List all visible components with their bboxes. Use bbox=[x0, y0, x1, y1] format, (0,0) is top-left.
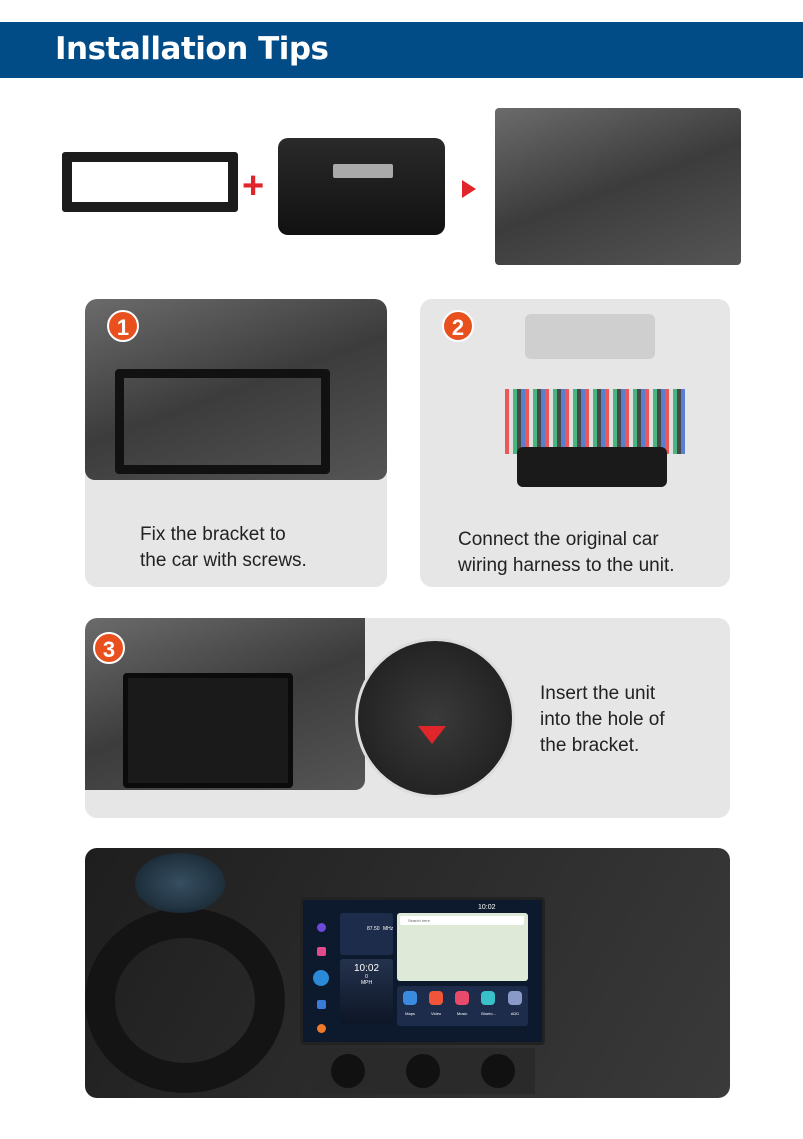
app-label: Music bbox=[456, 1011, 468, 1016]
app-row: Maps Video Music Blueto... ADD bbox=[397, 986, 528, 1026]
step-2-line-1: Connect the original car bbox=[458, 529, 659, 550]
map-search-bar[interactable]: Search here bbox=[400, 916, 524, 925]
page-title: Installation Tips bbox=[55, 31, 329, 67]
app-label: Maps bbox=[405, 1011, 415, 1016]
step-2-line-2: wiring harness to the unit. bbox=[458, 555, 675, 576]
header-banner: Installation Tips bbox=[0, 22, 803, 78]
bracket-image bbox=[62, 152, 238, 212]
step-3-badge: 3 bbox=[93, 632, 125, 664]
radio-widget[interactable]: 87.50 MHz bbox=[340, 913, 393, 955]
step-1-text: Fix the bracket to the car with screws. bbox=[140, 522, 307, 574]
step-2-text: Connect the original car wiring harness … bbox=[458, 527, 675, 579]
detail-zoom-circle bbox=[355, 638, 515, 798]
head-unit-image bbox=[278, 138, 445, 235]
dock bbox=[307, 916, 335, 1040]
step-3-line-1: Insert the unit bbox=[540, 683, 656, 704]
step-3-text: Insert the unit into the hole of the bra… bbox=[540, 681, 665, 759]
speed-value: 0 bbox=[365, 974, 368, 980]
step-1-card: 1 Fix the bracket to the car with screws… bbox=[85, 299, 387, 587]
map-widget[interactable]: Search here bbox=[397, 913, 528, 981]
arrow-right-icon bbox=[462, 180, 476, 198]
radio-unit: MHz bbox=[383, 926, 394, 932]
speed-unit: MPH bbox=[360, 980, 373, 986]
step-3-card: 3 Insert the unit into the hole of the b… bbox=[85, 618, 730, 818]
steering-wheel bbox=[85, 908, 285, 1093]
climate-controls bbox=[310, 1048, 535, 1094]
unit-being-inserted bbox=[123, 673, 293, 788]
wiring-harness-image bbox=[465, 309, 705, 489]
installed-unit-photo: 10:02 87.50 MHz 10:02 0 MPH Search here … bbox=[85, 848, 730, 1098]
app-video[interactable]: Video bbox=[429, 991, 444, 1026]
radio-frequency: 87.50 bbox=[367, 926, 380, 932]
step-3-photo bbox=[85, 618, 365, 790]
status-time: 10:02 bbox=[478, 904, 496, 911]
status-bar: 10:02 bbox=[303, 902, 542, 914]
clock-time: 10:02 bbox=[353, 963, 380, 974]
step-1-badge: 1 bbox=[107, 310, 139, 342]
step-3-line-3: the bracket. bbox=[540, 735, 640, 756]
app-add[interactable]: ADD bbox=[507, 991, 522, 1026]
dash-opening-photo bbox=[495, 108, 741, 265]
step-2-badge: 2 bbox=[442, 310, 474, 342]
app-label: Blueto... bbox=[481, 1011, 496, 1016]
app-label: ADD bbox=[510, 1011, 520, 1016]
step-1-line-2: the car with screws. bbox=[140, 550, 307, 571]
clock-widget: 10:02 0 MPH bbox=[340, 959, 393, 1024]
app-label: Video bbox=[431, 1011, 442, 1016]
app-bluetooth[interactable]: Blueto... bbox=[481, 991, 496, 1026]
gauge-cluster bbox=[135, 853, 225, 913]
head-unit-screen: 10:02 87.50 MHz 10:02 0 MPH Search here … bbox=[300, 897, 545, 1045]
bracket-overlay bbox=[115, 369, 330, 474]
plus-icon: + bbox=[242, 165, 265, 207]
app-maps[interactable]: Maps bbox=[403, 991, 418, 1026]
step-3-line-2: into the hole of bbox=[540, 709, 665, 730]
step-2-card: 2 Connect the original car wiring harnes… bbox=[420, 299, 730, 587]
step-1-line-1: Fix the bracket to bbox=[140, 524, 286, 545]
app-music[interactable]: Music bbox=[455, 991, 470, 1026]
